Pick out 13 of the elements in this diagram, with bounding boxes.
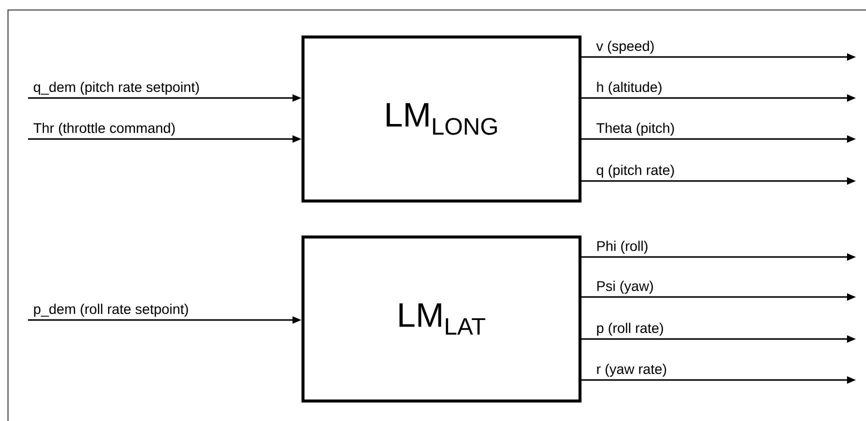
edge-label: v (speed) [595, 40, 656, 55]
edge-label: q (pitch rate) [595, 164, 676, 179]
edge-label: q_dem (pitch rate setpoint) [32, 80, 201, 96]
edge-label: Psi (yaw) [595, 280, 655, 295]
block-box: LM$_{LONG}$ [302, 36, 582, 202]
edge-label: p_dem (roll rate setpoint) [32, 302, 190, 318]
edge-label: r (yaw rate) [595, 362, 668, 378]
block-box: LM$_{LAT}$ [302, 236, 582, 402]
edge-label: p (roll rate) [595, 322, 665, 337]
edge-label: h (altitude) [595, 80, 664, 96]
edge-label: Thr (throttle command) [32, 122, 177, 137]
edge-label: Phi (roll) [595, 240, 650, 255]
edge-label: Theta (pitch) [595, 122, 676, 137]
